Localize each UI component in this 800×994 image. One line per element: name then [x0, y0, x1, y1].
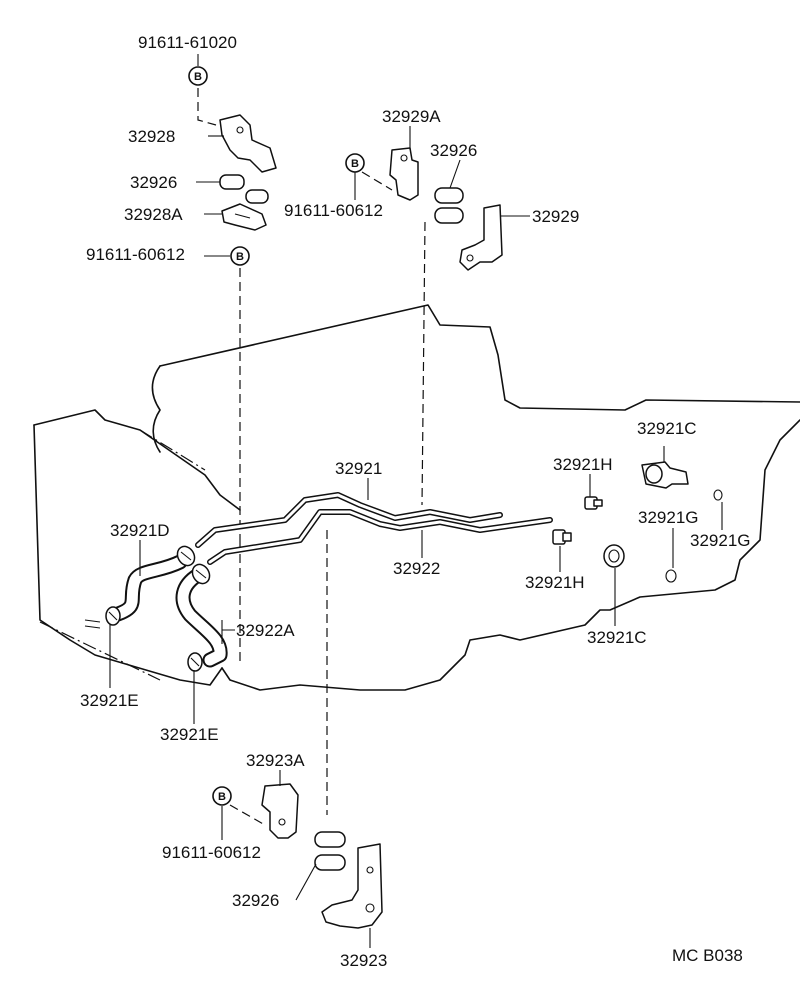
label-32921G: 32921G	[690, 531, 751, 550]
cushion-icon	[314, 831, 346, 871]
label-32926: 32926	[130, 173, 177, 192]
svg-text:B: B	[236, 251, 244, 263]
label-32922A: 32922A	[236, 621, 295, 640]
bracket-32929-icon	[459, 204, 503, 271]
tube-32921	[195, 492, 503, 548]
label-32928: 32928	[128, 127, 175, 146]
label-32923: 32923	[340, 951, 387, 970]
bracket-32923-icon	[321, 843, 383, 929]
part-labels: 91611-61020 32928 32926 32928A 91611-606…	[80, 33, 751, 970]
cushion-icon	[219, 174, 269, 204]
label-91611-60612: 91611-60612	[162, 843, 261, 862]
label-32926: 32926	[430, 141, 477, 160]
label-32921C: 32921C	[637, 419, 697, 438]
label-32921: 32921	[335, 459, 382, 478]
label-32922: 32922	[393, 559, 440, 578]
bolt-symbol-icon: B	[188, 66, 208, 86]
label-32921E: 32921E	[160, 725, 219, 744]
engine-outline	[33, 304, 800, 691]
label-32923A: 32923A	[246, 751, 305, 770]
cushion-icon	[434, 187, 464, 224]
svg-text:B: B	[351, 158, 359, 170]
label-32921D: 32921D	[110, 521, 170, 540]
svg-text:B: B	[218, 791, 226, 803]
bolt-symbol-icon: B	[230, 246, 250, 266]
svg-text:B: B	[194, 71, 202, 83]
bracket-32929A-icon	[389, 147, 419, 201]
hose-32922A	[175, 567, 228, 668]
label-32921H: 32921H	[553, 455, 613, 474]
bracket-32928-icon	[219, 114, 277, 231]
fitting-icon	[552, 461, 723, 583]
label-32929A: 32929A	[382, 107, 441, 126]
label-32926: 32926	[232, 891, 279, 910]
label-32921C: 32921C	[587, 628, 647, 647]
label-32921G: 32921G	[638, 508, 699, 527]
label-leaders	[109, 54, 723, 948]
label-91611-60612: 91611-60612	[284, 201, 383, 220]
bolt-symbol-icon: B	[345, 153, 365, 173]
label-32929: 32929	[532, 207, 579, 226]
clamp-icon	[105, 545, 211, 672]
label-32928A: 32928A	[124, 205, 183, 224]
diagram-code: MC B038	[672, 946, 743, 965]
bracket-32923A-icon	[261, 783, 299, 839]
hose-32921D	[110, 554, 188, 622]
label-91611-60612: 91611-60612	[86, 245, 185, 264]
tube-32922	[207, 509, 553, 565]
label-91611-61020: 91611-61020	[138, 33, 237, 52]
guide-lines	[197, 88, 426, 826]
label-32921H: 32921H	[525, 573, 585, 592]
bolt-symbol-icon: B	[212, 786, 232, 806]
label-32921E: 32921E	[80, 691, 139, 710]
